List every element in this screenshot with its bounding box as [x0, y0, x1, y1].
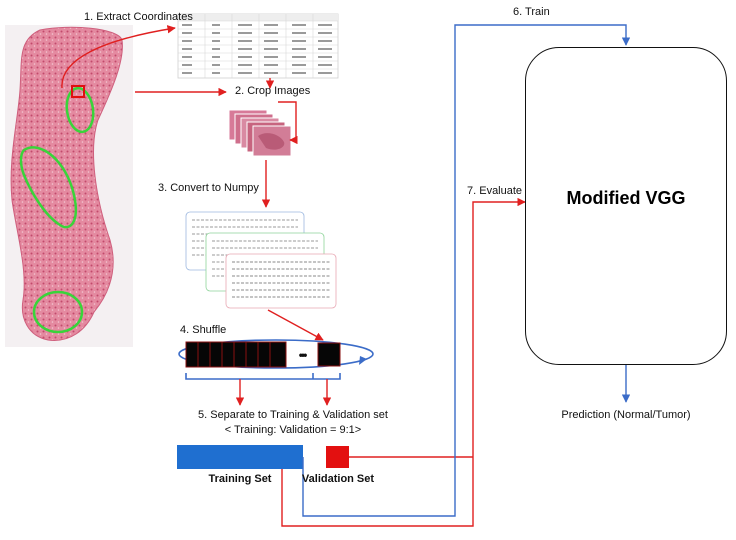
tumor-annotation: [65, 86, 95, 134]
numpy-to-shuffle-arrow: [267, 309, 324, 341]
model-title: Modified VGG: [566, 188, 686, 208]
prediction-label: Prediction (Normal/Tumor): [561, 409, 691, 421]
training-set-bar: [177, 445, 303, 469]
extract-arrow: [61, 25, 176, 89]
step-evaluate-label: 7. Evaluate: [467, 185, 523, 197]
coordinate-spreadsheet-image: [177, 13, 339, 79]
step-convert-label: 3. Convert to Numpy: [158, 182, 259, 194]
step-train-label: 6. Train: [513, 6, 550, 18]
numpy-array-pages-image: [185, 211, 337, 309]
histology-slide-image: [5, 25, 133, 347]
step-separate-label: 5. Separate to Training & Validation set: [198, 409, 388, 421]
split-ratio-label: < Training: Validation = 9:1>: [224, 424, 362, 436]
step-shuffle-label: 4. Shuffle: [180, 324, 227, 336]
crop-to-stack-arrow: [278, 101, 298, 145]
validation-set-box: [326, 446, 349, 468]
ellipsis: •••: [299, 348, 307, 362]
step-extract-label: 1. Extract Coordinates: [84, 11, 193, 23]
cropped-patches-stack-image: [228, 109, 292, 157]
step-crop-label: 2. Crop Images: [235, 85, 311, 97]
training-set-label: Training Set: [208, 473, 272, 485]
modified-vgg-model: Modified VGG: [525, 47, 727, 365]
split-bracket: [185, 373, 341, 380]
train-arrow: [302, 24, 631, 517]
tumor-annotation: [19, 146, 77, 229]
crop-marker: [71, 85, 85, 98]
shuffled-sample-blocks: [185, 341, 341, 368]
tumor-annotation: [32, 290, 84, 334]
evaluate-arrow: [281, 197, 526, 527]
validation-set-label: Validation Set: [301, 473, 375, 485]
